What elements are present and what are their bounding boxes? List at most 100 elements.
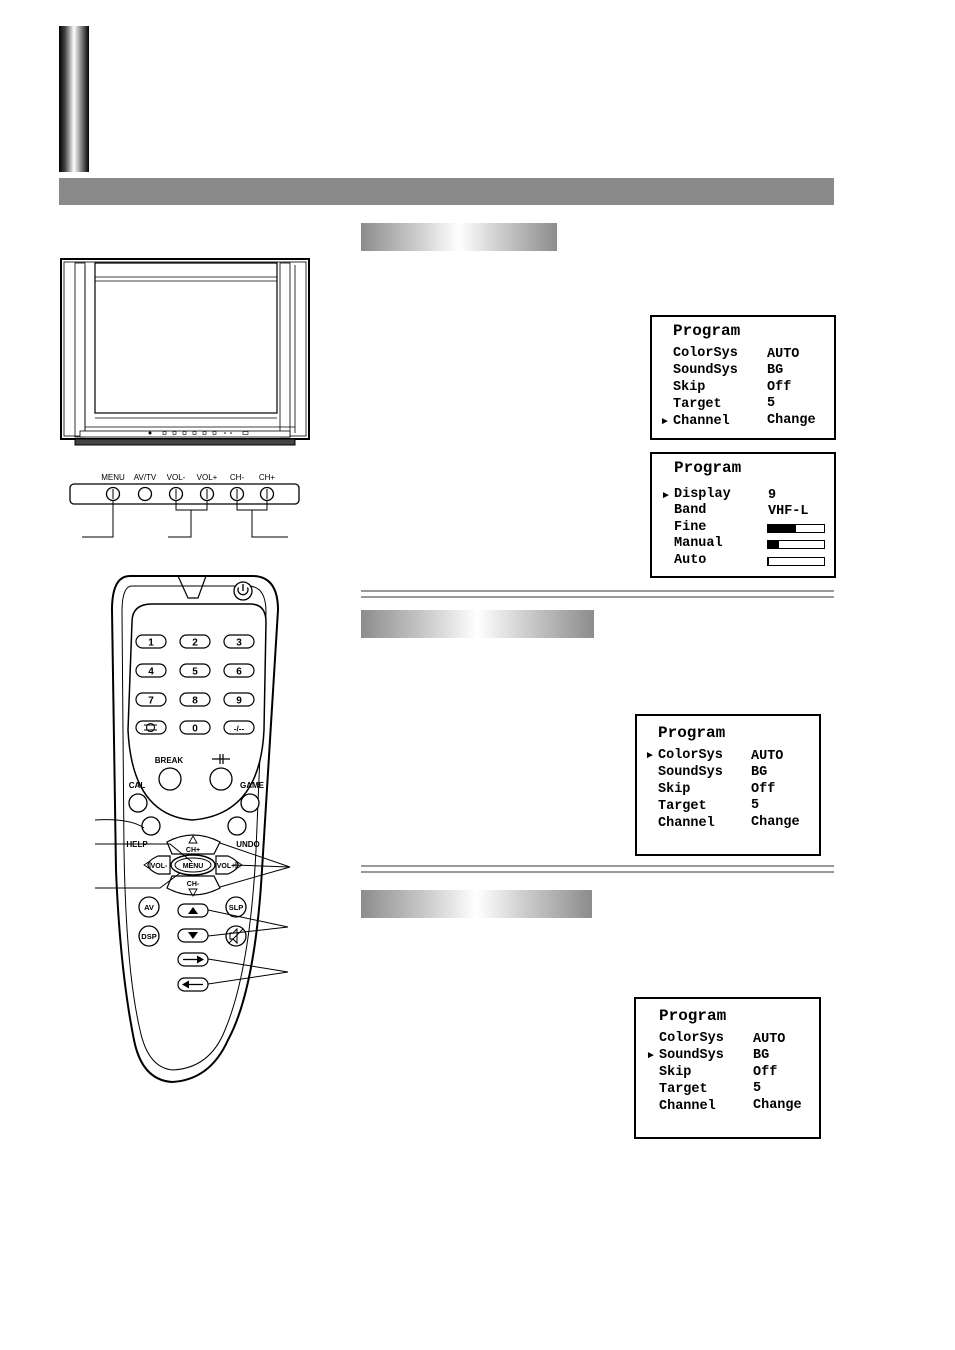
- front-panel: MENU AV/TV VOL- VOL+ CH- CH+: [69, 473, 300, 538]
- digit-label-7: 7: [148, 696, 154, 707]
- ch-down-label: CH-: [187, 881, 200, 888]
- cal-label: CAL: [129, 781, 146, 790]
- break-button[interactable]: [158, 767, 182, 791]
- undo-label: UNDO: [236, 840, 260, 849]
- osd3-value: BG: [751, 765, 768, 780]
- osd2-label: Auto: [674, 553, 707, 568]
- av-label: AV: [144, 903, 154, 912]
- header-rule: [59, 178, 834, 205]
- digit-label-4: 4: [148, 667, 154, 678]
- section-bar-1: [361, 223, 557, 251]
- osd4-value: AUTO: [753, 1032, 786, 1047]
- freeze-button[interactable]: [209, 767, 233, 791]
- digit-button-8[interactable]: [179, 692, 211, 707]
- recall-button[interactable]: [135, 720, 167, 735]
- av-button[interactable]: [138, 896, 160, 918]
- section-bar-3: [361, 890, 592, 918]
- panel-label-menu: MENU: [101, 473, 125, 482]
- osd1-cursor-icon: ►: [660, 416, 670, 427]
- digit-button-4[interactable]: [135, 663, 167, 678]
- digit-button-3[interactable]: [223, 634, 255, 649]
- vol-minus-label: VOL-: [151, 863, 168, 870]
- osd3-value: Off: [751, 782, 776, 797]
- panel-label-ch-minus: CH-: [230, 473, 245, 482]
- digit-label-3: 3: [236, 638, 242, 649]
- game-label: GAME: [240, 781, 265, 790]
- osd3-title: Program: [658, 724, 726, 742]
- auto-level-bar: [767, 557, 825, 566]
- left-arrow-icon: [182, 980, 203, 989]
- osd4-title: Program: [659, 1007, 727, 1025]
- menu-button[interactable]: [170, 854, 216, 876]
- callout-lines: [94, 819, 291, 985]
- osd2-label: Band: [674, 503, 707, 518]
- osd3-label: Target: [658, 799, 707, 814]
- slp-label: SLP: [229, 903, 244, 912]
- osd1-label: SoundSys: [673, 363, 738, 378]
- osd4-cursor-icon: ►: [646, 1050, 656, 1061]
- panel-button-avtv[interactable]: [137, 486, 153, 502]
- osd-menu-1: Program ► ColorSys AUTO SoundSys BG Skip…: [650, 315, 836, 440]
- digit-button-6[interactable]: [223, 663, 255, 678]
- ch-down-button[interactable]: [166, 875, 221, 896]
- osd3-value: Change: [751, 815, 800, 830]
- digit-label-9: 9: [236, 696, 242, 707]
- vol-plus-button[interactable]: [215, 855, 239, 875]
- osd1-label: Channel: [673, 414, 730, 429]
- digit-button-0[interactable]: [179, 720, 211, 735]
- right-arrow-icon: [183, 955, 204, 964]
- dsp-button[interactable]: [138, 925, 160, 947]
- digit-button-2[interactable]: [179, 634, 211, 649]
- osd3-value: 5: [751, 798, 760, 813]
- osd1-value: BG: [767, 363, 784, 378]
- osd3-label: SoundSys: [658, 765, 723, 780]
- dsp-label: DSP: [141, 932, 156, 941]
- digit-button-7[interactable]: [135, 692, 167, 707]
- osd1-value: Change: [767, 413, 816, 428]
- fine-level-bar: [767, 524, 825, 533]
- ch-up-button[interactable]: [166, 834, 221, 855]
- freeze-icon: [212, 754, 230, 764]
- osd1-value: 5: [767, 396, 776, 411]
- osd4-label: SoundSys: [659, 1048, 724, 1063]
- panel-label-vol-plus: VOL+: [197, 473, 218, 482]
- osd1-label: ColorSys: [673, 346, 738, 361]
- osd1-value: Off: [767, 380, 792, 395]
- digit-button-9[interactable]: [223, 692, 255, 707]
- remote-control: 1 2 3 4 5 6 7 8 9 0 -/-- BREAK CAL GAME …: [94, 575, 291, 1084]
- help-button[interactable]: [141, 816, 161, 836]
- osd2-value: 9: [768, 488, 777, 503]
- ch-up-arrow-icon: [188, 835, 198, 844]
- osd1-title: Program: [673, 322, 741, 340]
- dash-button[interactable]: [223, 720, 255, 735]
- digit-button-5[interactable]: [179, 663, 211, 678]
- osd2-title: Program: [674, 459, 742, 477]
- power-icon: [237, 587, 249, 596]
- osd2-cursor-icon: ►: [661, 490, 671, 501]
- slp-button[interactable]: [225, 896, 247, 918]
- panel-label-avtv: AV/TV: [134, 473, 157, 482]
- panel-label-vol-minus: VOL-: [167, 473, 186, 482]
- break-label: BREAK: [155, 756, 184, 765]
- digit-label-6: 6: [236, 667, 242, 678]
- osd-menu-3: Program ► ColorSys AUTO SoundSys BG Skip…: [635, 714, 821, 856]
- ch-up-label: CH+: [186, 847, 200, 854]
- vol-plus-label: VOL+: [217, 863, 235, 870]
- cal-button[interactable]: [128, 793, 148, 813]
- osd4-label: ColorSys: [659, 1031, 724, 1046]
- dash-label: -/--: [234, 725, 245, 734]
- undo-button[interactable]: [227, 816, 247, 836]
- digit-label-2: 2: [192, 638, 198, 649]
- osd4-label: Skip: [659, 1065, 692, 1080]
- osd-menu-4: Program ► ColorSys AUTO SoundSys BG Skip…: [634, 997, 821, 1139]
- vol-left-arrow-icon: [143, 860, 151, 870]
- digit-label-8: 8: [192, 696, 198, 707]
- menu-label: MENU: [183, 863, 204, 870]
- game-button[interactable]: [240, 793, 260, 813]
- down-triangle-icon: [188, 932, 198, 939]
- digit-button-1[interactable]: [135, 634, 167, 649]
- osd1-value: AUTO: [767, 347, 800, 362]
- chapter-tab-bar: [59, 26, 89, 172]
- digit-label-1: 1: [148, 638, 154, 649]
- section-divider-1: [361, 590, 834, 598]
